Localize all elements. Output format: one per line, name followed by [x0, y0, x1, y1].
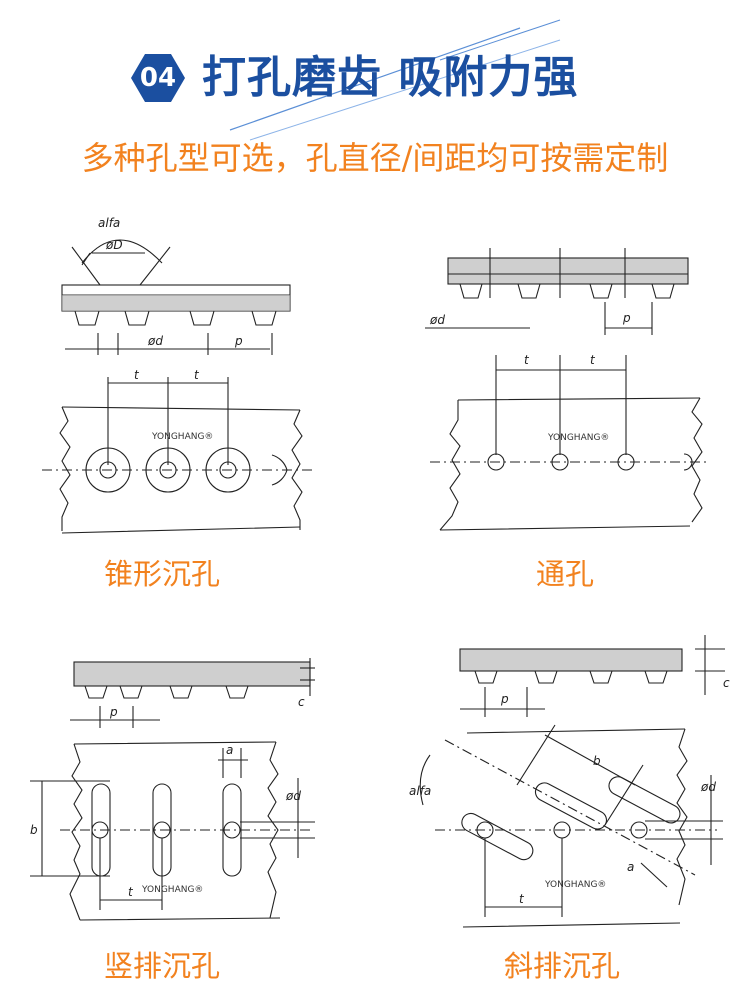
spacing-label-1: t	[524, 353, 530, 367]
diameter-label: ød	[285, 789, 301, 803]
caption-through: 通孔	[536, 557, 595, 591]
length-label: b	[30, 823, 38, 837]
page-subtitle: 多种孔型可选，孔直径/间距均可按需定制	[81, 139, 669, 177]
thickness-label: c	[723, 676, 730, 690]
brand-watermark: YONGHANG®	[544, 880, 606, 890]
spacing-label-2: t	[194, 368, 200, 382]
caption-oblique-slot: 斜排沉孔	[504, 949, 621, 983]
section-number-badge: 04	[131, 54, 185, 102]
brand-watermark: YONGHANG®	[151, 432, 213, 442]
spacing-label-1: t	[134, 368, 140, 382]
big-diameter-label: øD	[105, 238, 123, 252]
header: 04 打孔磨齿 吸附力强 多种孔型可选，孔直径/间距均可按需定制	[0, 0, 750, 200]
thickness-label: c	[298, 695, 305, 709]
oblique-slot-diagram: c p alfa b ød a t YONGHANG®	[405, 625, 735, 930]
vertical-slot-diagram: c p a b ød t YONGHANG®	[30, 648, 330, 930]
diameter-label: ød	[429, 313, 445, 327]
pitch-label: p	[500, 692, 509, 706]
spacing-label: t	[128, 885, 134, 899]
diameter-label: ød	[700, 780, 716, 794]
spacing-label-2: t	[590, 353, 596, 367]
width-label: a	[226, 743, 233, 757]
angle-label: alfa	[98, 216, 120, 230]
pitch-label: p	[234, 334, 243, 348]
angle-label: alfa	[409, 784, 431, 798]
spacing-label: t	[519, 892, 525, 906]
diameter-label: ød	[147, 334, 163, 348]
badge-number: 04	[139, 63, 177, 93]
brand-watermark: YONGHANG®	[141, 885, 203, 895]
caption-vertical-slot: 竖排沉孔	[104, 949, 221, 983]
countersunk-hole-diagram: alfa øD ød p t t YONGHANG®	[30, 205, 320, 535]
width-label: a	[627, 860, 634, 874]
brand-watermark: YONGHANG®	[547, 433, 609, 443]
through-hole-diagram: ød p t t YONGHANG®	[420, 240, 720, 540]
pitch-label: p	[622, 311, 631, 325]
length-label: b	[593, 754, 601, 768]
pitch-label: p	[109, 705, 118, 719]
decorative-lines	[229, 19, 561, 141]
caption-countersunk: 锥形沉孔	[104, 557, 221, 591]
page-title: 打孔磨齿 吸附力强	[202, 52, 579, 103]
